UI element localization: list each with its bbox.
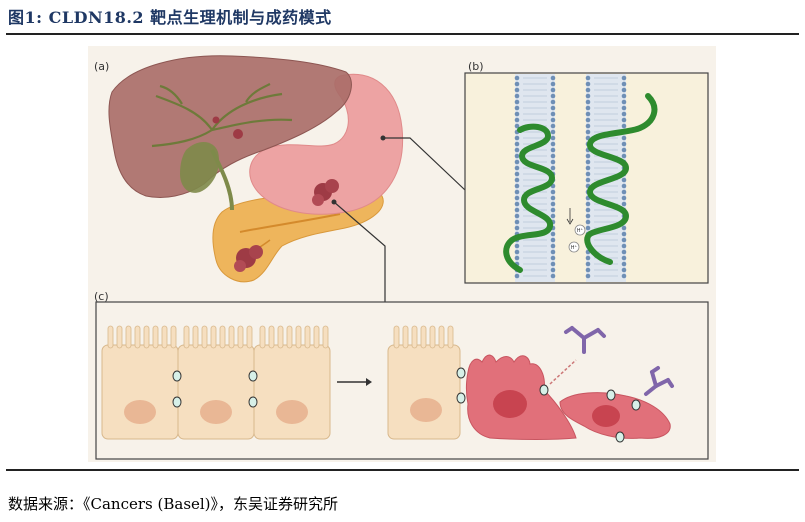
stomach-tumor bbox=[312, 179, 339, 206]
panel-c-cells bbox=[95, 301, 709, 460]
hepatic-vessels bbox=[151, 83, 293, 148]
callout-line-c bbox=[333, 201, 386, 302]
membrane-left bbox=[515, 74, 555, 282]
tumor-cell-1-nucleus bbox=[493, 390, 527, 418]
ion-particle-2 bbox=[568, 241, 580, 253]
callout-line-b bbox=[383, 137, 466, 191]
normal-epithelium bbox=[101, 325, 331, 440]
antibody-1 bbox=[564, 326, 606, 354]
remaining-normal-cell bbox=[387, 325, 466, 440]
claudin-exposed-1 bbox=[539, 384, 549, 396]
panel-c-label: (c) bbox=[94, 290, 109, 303]
pancreatic-duct bbox=[239, 213, 341, 233]
ion-label-2: H⁺ bbox=[571, 245, 578, 251]
panel-a-organs bbox=[108, 55, 466, 302]
lipid-heads bbox=[514, 75, 627, 279]
transition-arrow-head bbox=[366, 378, 372, 386]
source-note: 数据来源：《Cancers (Basel)》，东吴证券研究所 bbox=[8, 495, 339, 513]
ion-arrow-head bbox=[566, 218, 574, 225]
ion-particle-1 bbox=[574, 224, 586, 236]
top-rule bbox=[6, 33, 799, 35]
claudin-left bbox=[503, 123, 556, 273]
antibody-2 bbox=[644, 366, 674, 396]
bile-duct bbox=[210, 149, 234, 211]
bottom-rule bbox=[6, 469, 799, 471]
ion-label-1: H⁺ bbox=[577, 228, 584, 234]
callout-dot-c bbox=[331, 199, 337, 205]
binding-arrow bbox=[549, 359, 577, 385]
panel-b-membrane: H⁺ H⁺ bbox=[464, 72, 709, 284]
claudin-right bbox=[584, 93, 658, 265]
claudin-exposed-4 bbox=[615, 431, 625, 443]
tumor-cell-2-nucleus bbox=[592, 405, 620, 427]
gallbladder bbox=[180, 141, 220, 193]
claudin-exposed-2 bbox=[606, 389, 616, 401]
stomach bbox=[249, 73, 404, 215]
liver-tumor bbox=[212, 116, 243, 139]
callout-dot-b bbox=[380, 135, 386, 141]
figure-title: 图1: CLDN18.2 靶点生理机制与成药模式 bbox=[8, 8, 332, 27]
panel-b-label: (b) bbox=[468, 60, 484, 73]
panel-a-label: (a) bbox=[94, 60, 109, 73]
pancreas-tumor bbox=[234, 245, 263, 272]
claudin-exposed-3 bbox=[631, 399, 641, 411]
